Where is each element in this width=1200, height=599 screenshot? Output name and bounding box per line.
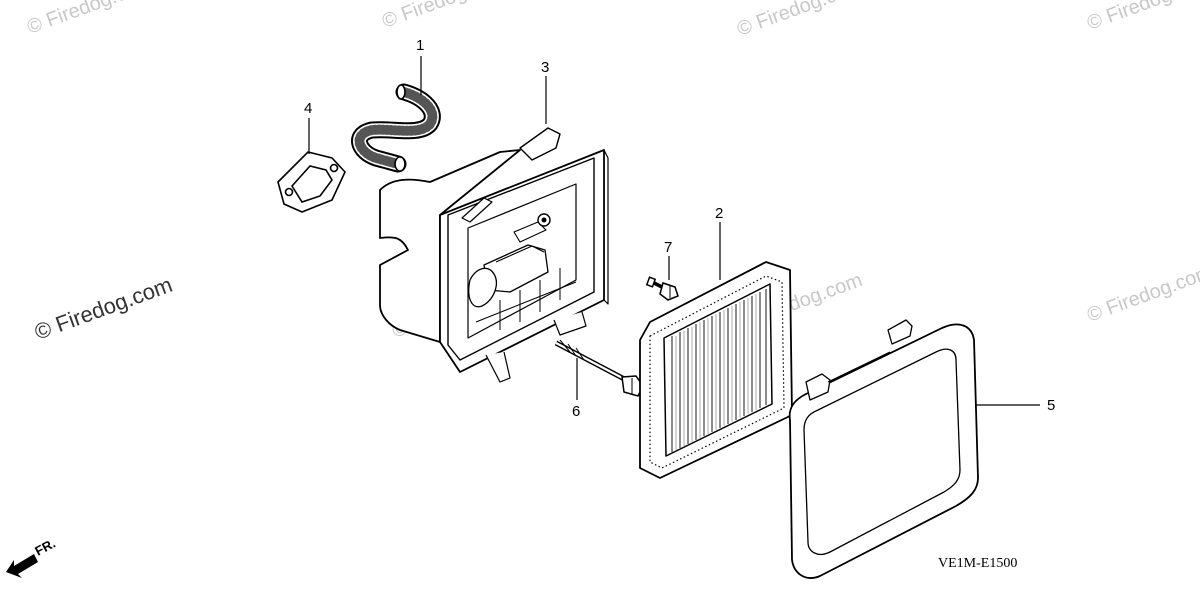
callout-1: 1: [416, 37, 424, 54]
watermark-right: © Firedog.com: [1084, 261, 1200, 327]
drawing-code: VE1M-E1500: [938, 556, 1017, 571]
callout-6: 6: [572, 403, 580, 420]
part-6-long-bolt: [554, 339, 644, 397]
watermark-top-mid: © Firedog.com: [379, 0, 510, 33]
watermark-top-right: © Firedog.com: [734, 0, 865, 41]
front-label: FR.: [32, 536, 58, 559]
leader-lines: [308, 56, 1040, 406]
callout-2: 2: [715, 205, 723, 222]
part-4-gasket: [277, 151, 346, 213]
callout-group: 1 2 3 4 5 6 7: [304, 37, 1055, 420]
watermark-group: © Firedog.com © Firedog.com © Firedog.co…: [24, 0, 1200, 345]
part-2-filter-element: [639, 261, 793, 479]
callout-5: 5: [1047, 397, 1055, 414]
part-5-cover: [788, 319, 979, 579]
part-1-breather-tube: [351, 83, 441, 173]
watermark-top-left: © Firedog.com: [24, 0, 155, 39]
callout-7: 7: [664, 239, 672, 256]
callout-4: 4: [304, 100, 312, 117]
watermark-main: © Firedog.com: [31, 272, 175, 345]
watermark-top-far-right: © Firedog.com: [1084, 0, 1200, 35]
part-3-air-cleaner-case: [379, 127, 609, 383]
callout-3: 3: [541, 59, 549, 76]
front-direction-indicator: FR.: [6, 536, 58, 578]
front-arrow-icon: [6, 554, 38, 578]
part-7-flange-bolt: [645, 276, 679, 301]
